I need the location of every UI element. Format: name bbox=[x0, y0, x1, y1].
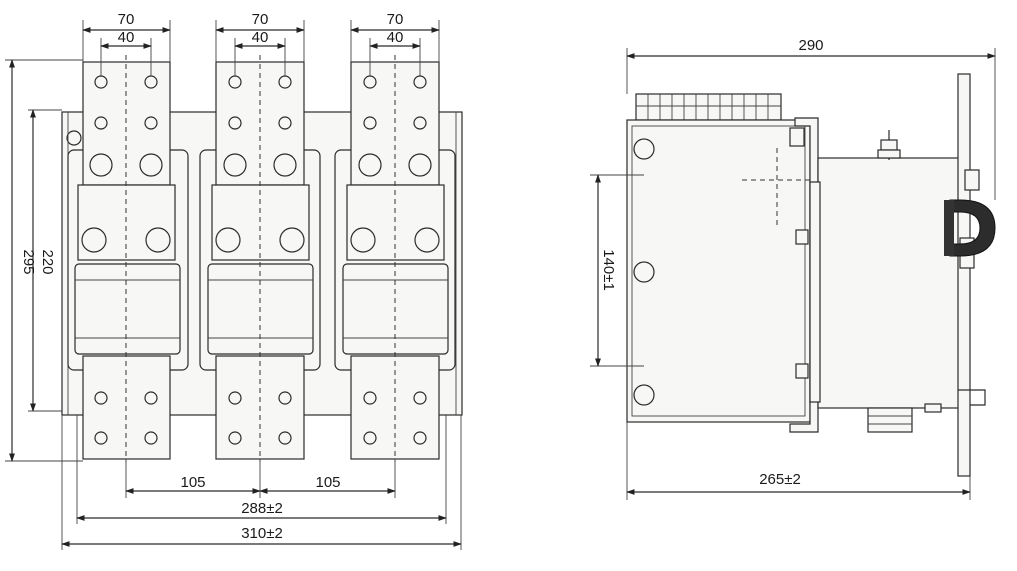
dim-40-pole-1: 40 bbox=[118, 29, 135, 46]
dim-265: 265±2 bbox=[759, 471, 801, 488]
dim-105-right: 105 bbox=[315, 474, 340, 491]
pole-2 bbox=[199, 55, 321, 462]
right-vertical-bar bbox=[957, 73, 971, 477]
dim-310: 310±2 bbox=[241, 525, 283, 542]
dim-140-group: 140±1 bbox=[590, 174, 644, 367]
front-view: 70 40 70 40 70 40 295 220 105 105 bbox=[5, 11, 463, 550]
left-dimensions: 295 220 bbox=[5, 59, 83, 462]
dim-40-pole-2: 40 bbox=[252, 29, 269, 46]
mounting-plate bbox=[626, 119, 811, 423]
dim-290: 290 bbox=[798, 37, 823, 54]
terminal-strip bbox=[635, 93, 782, 121]
dim-70-pole-1: 70 bbox=[118, 11, 135, 28]
dim-70-pole-2: 70 bbox=[252, 11, 269, 28]
bottom-dimensions: 105 105 288±2 310±2 bbox=[61, 415, 462, 550]
top-dimensions: 70 40 70 40 70 40 bbox=[82, 11, 440, 76]
dim-290-group: 290 bbox=[626, 37, 996, 200]
pole-3 bbox=[334, 55, 456, 462]
dim-265-group: 265±2 bbox=[626, 422, 971, 500]
side-view: 140±1 290 265±2 bbox=[590, 37, 996, 500]
dim-295: 295 bbox=[20, 249, 37, 274]
dim-140: 140±1 bbox=[600, 249, 617, 291]
mounting-hole-middle bbox=[633, 261, 655, 283]
pole-1 bbox=[67, 55, 189, 462]
dim-220: 220 bbox=[39, 249, 56, 274]
dim-70-pole-3: 70 bbox=[387, 11, 404, 28]
mounting-hole bbox=[66, 130, 82, 146]
top-bolt bbox=[877, 130, 901, 160]
dim-105-left: 105 bbox=[180, 474, 205, 491]
bottom-bolt bbox=[867, 403, 942, 433]
mounting-hole-bottom bbox=[633, 384, 655, 406]
dim-288: 288±2 bbox=[241, 500, 283, 517]
dim-40-pole-3: 40 bbox=[387, 29, 404, 46]
mounting-hole-top bbox=[633, 138, 655, 160]
coil-housing bbox=[817, 157, 961, 409]
